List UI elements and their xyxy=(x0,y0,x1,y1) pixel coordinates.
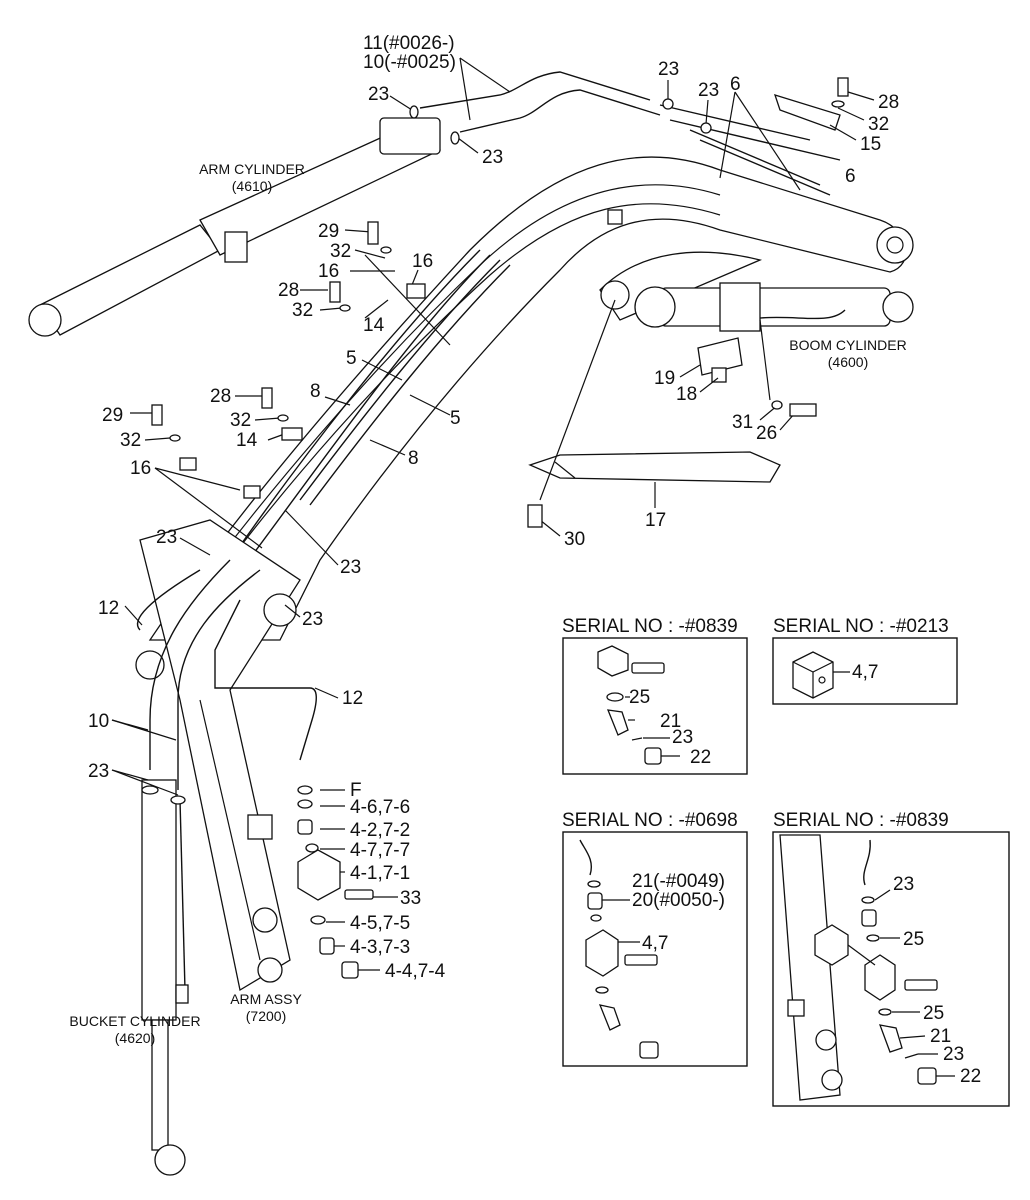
callout-23f: 23 xyxy=(340,557,361,578)
inset-a-label-22: 22 xyxy=(690,747,711,768)
inset-serial-0213: SERIAL NO : -#0213 4,7 xyxy=(772,616,958,705)
callout-16b: 16 xyxy=(318,261,339,282)
callout-8a: 8 xyxy=(310,381,321,402)
bucket-cylinder-code: (4620) xyxy=(115,1030,155,1046)
small-parts xyxy=(141,77,849,1004)
leader-lines xyxy=(111,57,875,971)
callout-10a: 10(-#0025) xyxy=(363,52,456,73)
callout-12a: 12 xyxy=(98,598,119,619)
inset-d-label-21: 21 xyxy=(930,1026,951,1047)
inset-d-title: SERIAL NO : -#0839 xyxy=(773,810,949,831)
callout-8b: 8 xyxy=(408,448,419,469)
callout-14a: 14 xyxy=(363,315,385,336)
component-captions: ARM CYLINDER (4610) BOOM CYLINDER (4600)… xyxy=(69,161,906,1046)
inset-b-label: 4,7 xyxy=(852,662,878,683)
callout-10b: 10 xyxy=(88,711,109,732)
callout-4-3: 4-3,7-3 xyxy=(350,937,410,958)
inset-b-title: SERIAL NO : -#0213 xyxy=(773,616,949,637)
inset-serial-0839-a: SERIAL NO : -#0839 25 21 23 22 xyxy=(562,616,748,775)
callout-12b: 12 xyxy=(342,688,363,709)
callout-32b: 32 xyxy=(330,241,351,262)
callout-5b: 5 xyxy=(450,408,461,429)
callout-23a: 23 xyxy=(368,84,389,105)
inset-d-label-23b: 23 xyxy=(943,1044,964,1065)
callout-19: 19 xyxy=(654,368,675,389)
callout-23b: 23 xyxy=(482,147,503,168)
callout-15: 15 xyxy=(860,134,881,155)
callout-5a: 5 xyxy=(346,348,357,369)
callout-14b: 14 xyxy=(236,430,258,451)
boom-cylinder-code: (4600) xyxy=(828,354,868,370)
callout-4-2: 4-2,7-2 xyxy=(350,820,410,841)
callout-23e: 23 xyxy=(156,527,177,548)
callout-6b: 6 xyxy=(845,166,856,187)
callout-29a: 29 xyxy=(318,221,339,242)
callout-4-7: 4-7,7-7 xyxy=(350,840,410,861)
callout-labels: 11(#0026-) 10(-#0025) 23 23 23 23 6 6 28… xyxy=(88,33,899,982)
inset-d-label-22: 22 xyxy=(960,1066,981,1087)
inset-d-label-25a: 25 xyxy=(903,929,924,950)
callout-26: 26 xyxy=(756,423,777,444)
callout-4-6: 4-6,7-6 xyxy=(350,797,410,818)
callout-16a: 16 xyxy=(412,251,433,272)
callout-23c: 23 xyxy=(658,59,679,80)
callout-28c: 28 xyxy=(210,386,231,407)
inset-serial-0698: SERIAL NO : -#0698 21(-#0049) 20(#0050-)… xyxy=(562,810,748,1067)
callout-32c: 32 xyxy=(292,300,313,321)
arm-cylinder-code: (4610) xyxy=(232,178,272,194)
callout-4-4: 4-4,7-4 xyxy=(385,961,446,982)
arm-assy-code: (7200) xyxy=(246,1008,286,1024)
arm-assy-caption: ARM ASSY xyxy=(230,991,302,1007)
inset-c-label-4-7: 4,7 xyxy=(642,933,668,954)
callout-18: 18 xyxy=(676,384,697,405)
bucket-cylinder xyxy=(141,559,261,1176)
bracket-15 xyxy=(773,94,841,131)
bucket-cylinder-caption: BUCKET CYLINDER xyxy=(69,1013,200,1029)
inset-serial-0839-d: SERIAL NO : -#0839 23 25 25 21 23 22 xyxy=(772,810,1010,1107)
arm-cylinder xyxy=(28,117,441,337)
callout-32d: 32 xyxy=(230,410,251,431)
callout-4-5: 4-5,7-5 xyxy=(350,913,410,934)
callout-28b: 28 xyxy=(278,280,299,301)
inset-a-label-25: 25 xyxy=(629,687,650,708)
valve-assembly xyxy=(297,785,374,979)
callout-4-1: 4-1,7-1 xyxy=(350,863,410,884)
callout-31: 31 xyxy=(732,412,753,433)
callout-32a: 32 xyxy=(868,114,889,135)
callout-28a: 28 xyxy=(878,92,899,113)
callout-23d: 23 xyxy=(698,80,719,101)
hose-12 xyxy=(136,569,317,761)
callout-16c: 16 xyxy=(130,458,151,479)
plate-18-19 xyxy=(697,337,743,383)
inset-d-label-25b: 25 xyxy=(923,1003,944,1024)
inset-a-title: SERIAL NO : -#0839 xyxy=(562,616,738,637)
arm-cylinder-caption: ARM CYLINDER xyxy=(199,161,305,177)
inset-c-title: SERIAL NO : -#0698 xyxy=(562,810,738,831)
inset-a-label-23: 23 xyxy=(672,727,693,748)
cover-17 xyxy=(528,451,781,483)
callout-32e: 32 xyxy=(120,430,141,451)
callout-30: 30 xyxy=(564,529,585,550)
inset-a-label-21: 21 xyxy=(660,711,681,732)
inset-d-label-23a: 23 xyxy=(893,874,914,895)
callout-6a: 6 xyxy=(730,74,741,95)
callout-29b: 29 xyxy=(102,405,123,426)
callout-17: 17 xyxy=(645,510,666,531)
boom-cylinder-caption: BOOM CYLINDER xyxy=(789,337,906,353)
inset-c-label-20: 20(#0050-) xyxy=(632,890,725,911)
boom-cylinder xyxy=(634,282,914,332)
boom-pipes xyxy=(229,71,841,566)
callout-f: F xyxy=(350,780,362,801)
callout-11: 11(#0026-) xyxy=(363,33,455,54)
inset-c-label-21: 21(-#0049) xyxy=(632,871,725,892)
callout-23h: 23 xyxy=(88,761,109,782)
callout-23g: 23 xyxy=(302,609,323,630)
callout-33: 33 xyxy=(400,888,421,909)
